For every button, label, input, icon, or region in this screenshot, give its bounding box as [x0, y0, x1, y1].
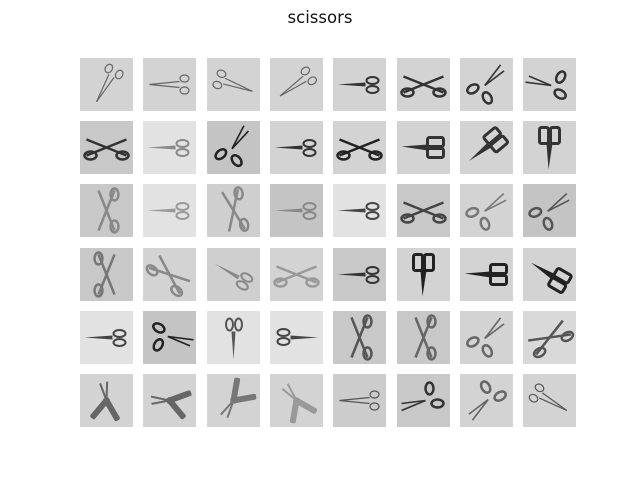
scissors-icon: [336, 138, 383, 161]
scissors-image-tile: [333, 121, 386, 174]
scissors-image-tile: [460, 248, 513, 301]
scissors-image-tile: [523, 58, 576, 111]
scissors-image-tile: [333, 184, 386, 237]
scissors-image-tile: [333, 248, 386, 301]
scissors-image-tile: [207, 184, 260, 237]
scissors-image-tile: [143, 184, 196, 237]
scissors-image-tile: [523, 311, 576, 364]
scissors-icon: [468, 380, 507, 421]
scissors-icon: [149, 74, 190, 95]
scissors-icon: [83, 138, 130, 161]
scissors-image-tile: [333, 58, 386, 111]
scissors-icon: [97, 187, 120, 234]
scissors-icon: [465, 192, 507, 231]
scissors-image-tile: [80, 311, 133, 364]
scissors-image-tile: [80, 184, 133, 237]
scissors-image-tile: [143, 121, 196, 174]
scissors-icon: [400, 201, 447, 224]
scissors-image-tile: [460, 311, 513, 364]
scissors-image-tile: [270, 121, 323, 174]
scissors-icon: [279, 66, 318, 97]
scissors-icon: [401, 136, 445, 159]
scissors-icon: [214, 125, 250, 168]
scissors-image-tile: [207, 374, 260, 427]
scissors-image-tile: [270, 374, 323, 427]
scissors-image-tile: [333, 311, 386, 364]
scissors-icon: [337, 266, 380, 284]
scissors-icon: [84, 329, 127, 347]
scissors-icon: [281, 383, 318, 424]
scissors-icon: [530, 262, 573, 294]
scissors-icon: [221, 186, 250, 233]
scissors-icon: [145, 254, 191, 298]
scissors-image-tile: [523, 121, 576, 174]
scissors-image-tile: [460, 184, 513, 237]
scissors-icon: [337, 76, 380, 94]
scissors-image-tile: [207, 58, 260, 111]
scissors-image-tile: [80, 374, 133, 427]
scissors-icon: [273, 265, 320, 288]
scissors-image-tile: [207, 248, 260, 301]
scissors-image-tile: [143, 248, 196, 301]
scissors-image-tile: [270, 58, 323, 111]
scissors-image-tile: [397, 248, 450, 301]
scissors-image-tile: [397, 311, 450, 364]
scissors-icon: [274, 202, 317, 220]
scissors-image-tile: [207, 311, 260, 364]
scissors-icon: [214, 263, 254, 291]
scissors-icon: [276, 328, 319, 346]
scissors-image-tile: [270, 184, 323, 237]
scissors-icon: [90, 381, 120, 422]
scissors-icon: [147, 139, 190, 157]
scissors-image-tile: [397, 58, 450, 111]
scissors-icon: [350, 314, 373, 361]
figure-title: scissors: [287, 8, 353, 27]
scissors-icon: [464, 263, 508, 286]
scissors-icon: [412, 253, 435, 297]
scissors-image-tile: [523, 374, 576, 427]
scissors-icon: [220, 377, 257, 419]
scissors-icon: [414, 314, 437, 361]
scissors-image-tile: [460, 58, 513, 111]
scissors-image-tile: [80, 121, 133, 174]
scissors-icon: [274, 139, 317, 157]
scissors-image-tile: [80, 248, 133, 301]
scissors-icon: [466, 64, 505, 105]
scissors-icon: [528, 383, 568, 412]
scissors-image-tile: [397, 184, 450, 237]
scissors-image-tile: [397, 121, 450, 174]
scissors-icon: [401, 381, 445, 412]
scissors-icon: [93, 251, 116, 298]
scissors-icon: [339, 390, 380, 411]
scissors-image-tile: [143, 58, 196, 111]
scissors-image-tile: [333, 374, 386, 427]
scissors-image-tile: [207, 121, 260, 174]
scissors-icon: [528, 319, 575, 359]
scissors-icon: [466, 317, 505, 358]
scissors-icon: [469, 126, 509, 161]
scissors-image-tile: [460, 374, 513, 427]
scissors-image-tile: [143, 374, 196, 427]
scissors-icon: [225, 317, 243, 360]
scissors-image-tile: [80, 58, 133, 111]
scissors-image-tile: [523, 248, 576, 301]
scissors-icon: [150, 390, 192, 420]
scissors-image-tile: [270, 248, 323, 301]
scissors-image-tile: [523, 184, 576, 237]
scissors-image-tile: [143, 311, 196, 364]
scissors-image-tile: [270, 311, 323, 364]
scissors-image-tile: [397, 374, 450, 427]
scissors-icon: [400, 75, 447, 98]
scissors-icon: [337, 202, 380, 220]
scissors-icon: [528, 192, 570, 231]
scissors-icon: [147, 202, 190, 220]
scissors-icon: [538, 126, 561, 170]
scissors-image-tile: [460, 121, 513, 174]
scissors-icon: [152, 322, 194, 352]
scissors-icon: [525, 70, 567, 100]
scissors-icon: [95, 63, 124, 103]
scissors-icon: [212, 69, 253, 92]
